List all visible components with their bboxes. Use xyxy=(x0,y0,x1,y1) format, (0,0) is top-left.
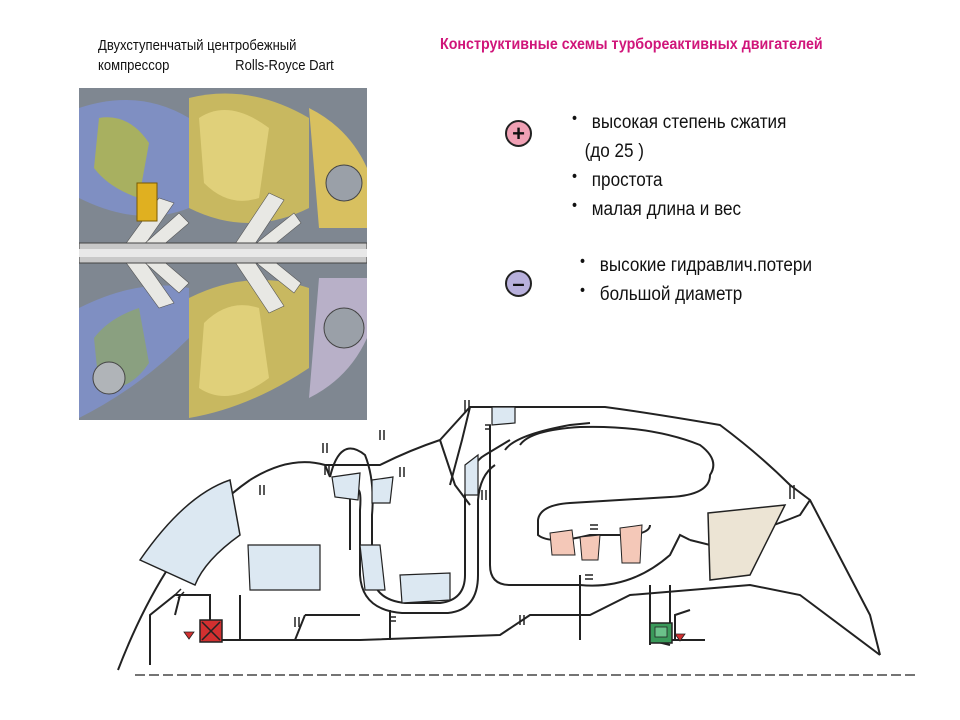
combustor-segment-fill xyxy=(619,524,643,564)
duct-segment-fill xyxy=(359,544,386,591)
nozzle-fill xyxy=(707,504,787,581)
combustor-segment-fill xyxy=(579,534,601,561)
advantages-list: •высокая степень сжатия (до 25 ) •просто… xyxy=(572,110,787,228)
caption-line-2: компрессор Rolls-Royce Dart xyxy=(98,56,334,76)
bullet-icon: • xyxy=(580,253,586,270)
combustor-segment-fill xyxy=(549,529,576,556)
duct-segment-fill xyxy=(331,472,361,501)
bullet-icon: • xyxy=(572,197,578,214)
bullet-icon: • xyxy=(572,168,578,185)
intake-duct-fill xyxy=(138,479,241,587)
lower-flow-path xyxy=(295,583,881,656)
bullet-icon: • xyxy=(572,110,578,127)
caption-line-1: Двухступенчатый центробежный xyxy=(98,38,297,54)
flange-marks xyxy=(174,400,795,627)
advantage-item-note: (до 25 ) xyxy=(584,141,644,162)
duct-segment-fill xyxy=(464,453,479,496)
duct-segment-fill xyxy=(399,572,451,604)
disadvantage-item: •высокие гидравлич.потери xyxy=(580,253,813,276)
caption-compressor: компрессор xyxy=(98,58,170,74)
advantages-plus-icon: + xyxy=(505,120,532,147)
advantage-item: •простота xyxy=(572,168,663,191)
disadvantages-minus-icon: – xyxy=(505,270,532,297)
combustion-chamber xyxy=(489,425,691,587)
disadvantages-list: •высокие гидравлич.потери •большой диаме… xyxy=(580,253,813,313)
engine-schematic xyxy=(117,400,915,676)
advantage-item: •высокая степень сжатия xyxy=(572,110,787,133)
disadvantage-item: •большой диаметр xyxy=(580,282,743,305)
caption-engine-name: Rolls-Royce Dart xyxy=(235,58,334,74)
duct-segment-fill xyxy=(491,406,516,426)
advantage-item: •малая длина и вес xyxy=(572,197,742,220)
photo-caption: Двухступенчатый центробежный компрессор … xyxy=(98,36,334,76)
bullet-icon: • xyxy=(580,282,586,299)
slide-title: Конструктивные схемы турбореактивных дви… xyxy=(440,36,823,53)
compressor-cutaway-image xyxy=(79,88,367,420)
first-stage-duct-fill xyxy=(247,544,321,591)
duct-segment-fill xyxy=(371,476,394,504)
upper-casing xyxy=(249,461,331,481)
